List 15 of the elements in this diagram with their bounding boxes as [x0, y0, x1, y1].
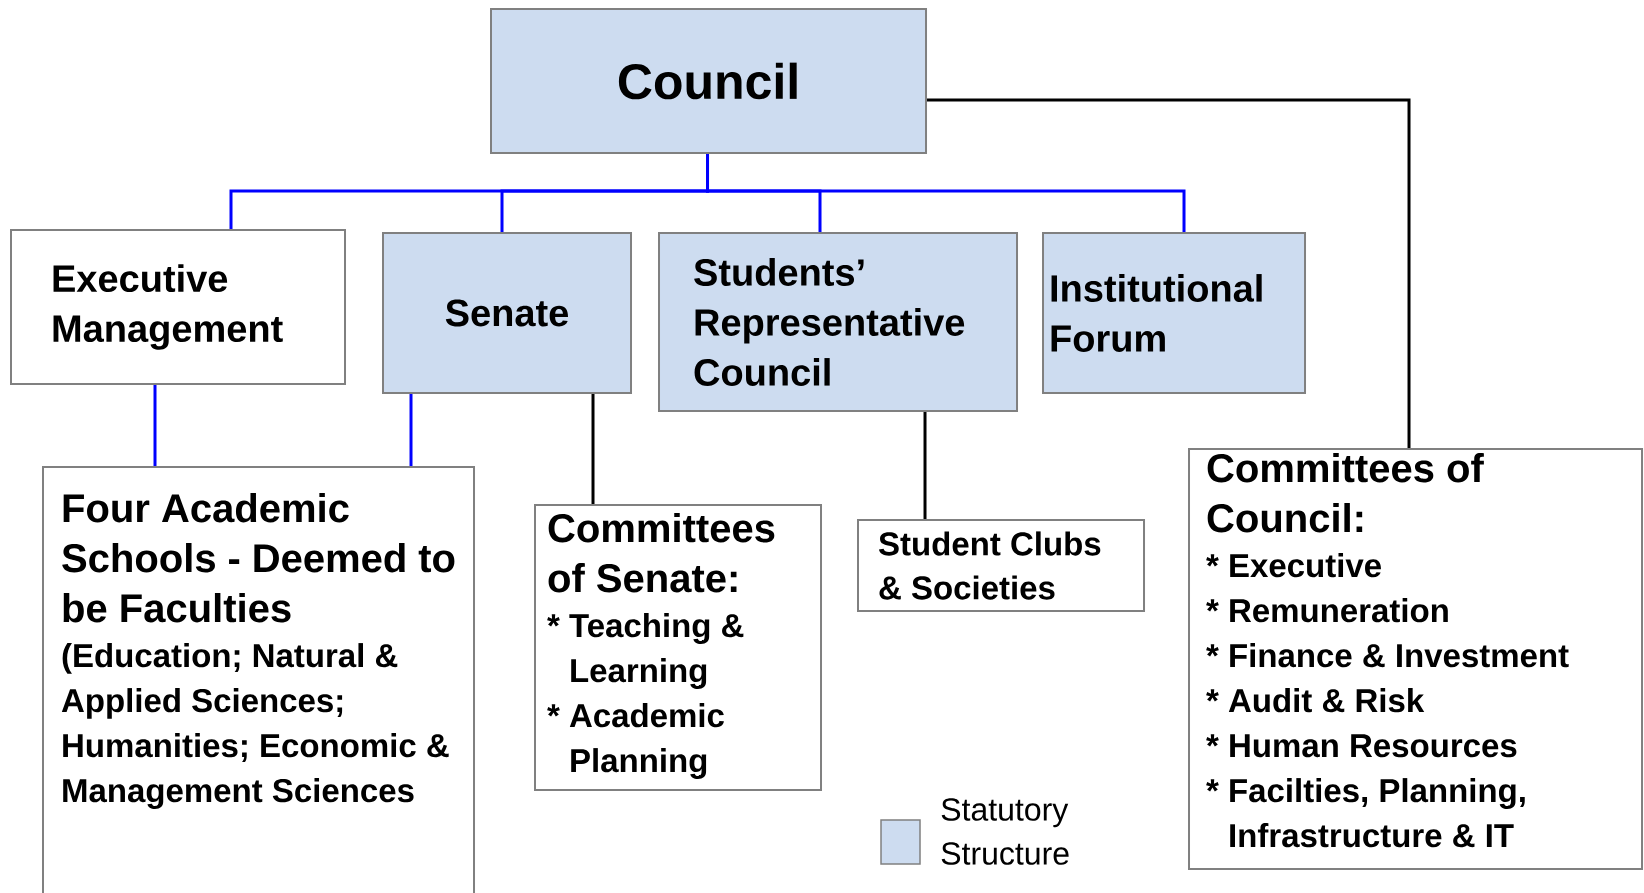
org-box: Senate	[382, 232, 632, 394]
connector-line	[591, 392, 595, 504]
org-box: Four Academic Schools - Deemed to be Faculties (Education; Natural & Applied Sciences; Humanities; Economic & Management Sciences	[42, 466, 475, 893]
org-box: Committees of Council: * Executive * Remuneration * Finance & Investment * Audit & Risk * Human Resources * Facilties, Planning, Infrastructure & IT	[1188, 448, 1644, 870]
connector-line	[923, 410, 927, 519]
org-box: Institutional Forum	[1042, 232, 1306, 394]
connector-line	[409, 392, 413, 466]
org-box: Student Clubs & Societies	[857, 519, 1145, 612]
legend-label: Statutory Structure	[941, 798, 1069, 865]
connector-line	[153, 383, 157, 466]
connector-line	[925, 98, 1411, 448]
org-box: Executive Management	[10, 229, 346, 385]
org-box: Council	[490, 8, 927, 154]
org-box: Committees of Senate: * Teaching & Learning * Academic Planning	[534, 504, 822, 791]
org-box: Students’ Representative Council	[658, 232, 1018, 412]
